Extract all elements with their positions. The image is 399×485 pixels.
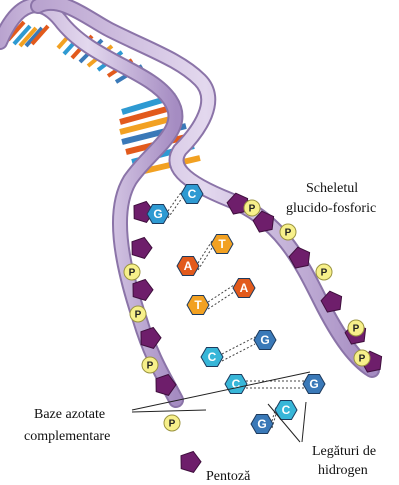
base-letter: G — [153, 207, 162, 221]
base-pair: AT — [177, 235, 233, 276]
base-letter: A — [184, 259, 193, 273]
base-pair: GC — [147, 185, 203, 224]
hydrogen-bond — [222, 337, 255, 354]
base-letter: G — [257, 417, 266, 431]
base-pair: GC — [251, 401, 297, 434]
phosphate-label: P — [285, 228, 292, 239]
hydrogen-bond — [222, 344, 255, 361]
bases-label-line2: complementare — [24, 429, 110, 444]
phosphate-label: P — [135, 310, 142, 321]
hydrogen-bond — [208, 285, 234, 302]
hbond-label-line1: Legături de — [312, 444, 376, 459]
phosphate-label: P — [249, 204, 256, 215]
base-letter: T — [194, 298, 202, 312]
pentose-label: Pentoză — [206, 469, 251, 480]
pentose-sugar — [133, 280, 153, 301]
hydrogen-bond — [208, 292, 234, 309]
phosphate-label: P — [321, 268, 328, 279]
base-letter: C — [282, 403, 291, 417]
base-pair: CG — [201, 331, 276, 367]
base-letter: C — [208, 350, 217, 364]
base-letter: A — [240, 281, 249, 295]
pentose-sugar — [181, 452, 201, 473]
bases-label-line1: Baze azotate — [34, 407, 105, 422]
pentose-sugar — [141, 328, 161, 349]
hbond-label-line2: hidrogen — [318, 463, 368, 478]
base-letter: T — [218, 237, 226, 251]
base-letter: G — [309, 377, 318, 391]
pentose-sugar — [132, 238, 152, 259]
phosphate-label: P — [359, 354, 366, 365]
phosphate-label: P — [129, 268, 136, 279]
phosphate-label: P — [353, 324, 360, 335]
base-pair: TA — [187, 279, 255, 315]
left-strand: P P P P — [124, 202, 201, 473]
backbone-label-line2: glucido-fosforic — [286, 201, 376, 216]
hydrogen-bond — [272, 414, 276, 428]
phosphate-label: P — [169, 419, 176, 430]
backbone-label-line1: Scheletul — [306, 181, 358, 196]
base-letter: G — [260, 333, 269, 347]
base-letter: C — [188, 187, 197, 201]
phosphate-label: P — [147, 361, 154, 372]
